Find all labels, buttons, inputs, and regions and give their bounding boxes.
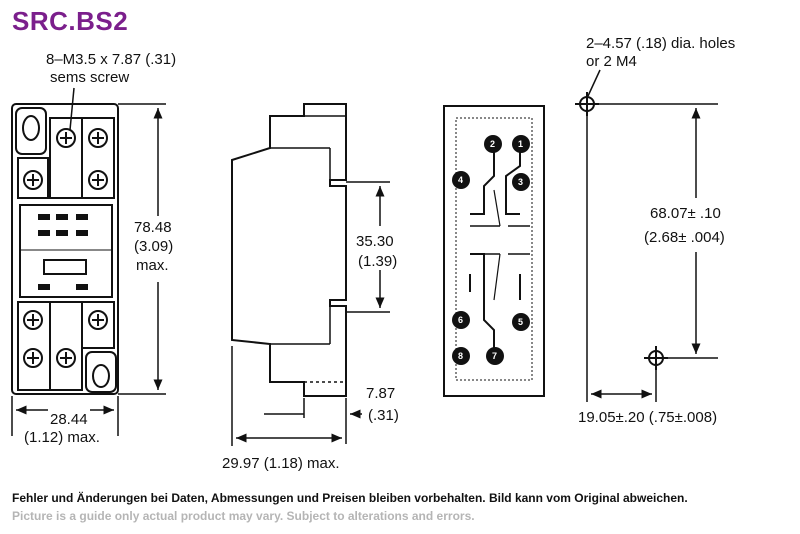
rail-dimension	[346, 181, 390, 313]
mounting-hole-top	[575, 92, 599, 116]
front-screws	[23, 128, 108, 368]
pin-7: 7	[486, 347, 504, 365]
screw-label-line1: 8–M3.5 x 7.87 (.31)	[46, 51, 176, 68]
footnote-english: Picture is a guide only actual product m…	[12, 509, 475, 523]
front-socket-slots	[38, 214, 88, 290]
mounting-hole-bottom	[644, 346, 668, 370]
horizontal-pitch-dimension	[586, 116, 657, 402]
bottom-mount-hole	[92, 364, 110, 388]
depth-label: 29.97 (1.18) max.	[222, 455, 340, 472]
vertical-pitch-mm-label: 68.07± .10	[650, 205, 721, 222]
offset-mm-label: 7.87	[366, 385, 395, 402]
pin-8: 8	[452, 347, 470, 365]
side-view-profile	[231, 103, 347, 397]
socket-body-outline	[11, 103, 119, 395]
top-mount-ear	[15, 107, 47, 155]
rail-in-label: (1.39)	[358, 253, 397, 270]
width-in-label: (1.12) max.	[24, 429, 100, 446]
screw-leader-line	[69, 87, 75, 131]
pin-5: 5	[512, 313, 530, 331]
terminal-pins: 1 2 3 4 5 6 7 8	[452, 135, 530, 365]
svg-text:5: 5	[518, 317, 523, 327]
front-view	[11, 103, 119, 395]
offset-dimension	[264, 398, 362, 444]
pin-4: 4	[452, 171, 470, 189]
height-dimension	[118, 103, 166, 395]
horizontal-pitch-label: 19.05±.20 (.75±.008)	[578, 409, 717, 426]
offset-in-label: (.31)	[368, 407, 399, 424]
pin-6: 6	[452, 311, 470, 329]
svg-text:4: 4	[458, 175, 463, 185]
top-mount-hole	[22, 115, 40, 141]
pin-3: 3	[512, 173, 530, 191]
vertical-pitch-dimension	[599, 103, 718, 359]
svg-text:2: 2	[490, 139, 495, 149]
side-view-details	[270, 115, 346, 383]
screw-label-line2: sems screw	[50, 69, 129, 86]
svg-text:7: 7	[492, 351, 497, 361]
svg-text:1: 1	[518, 139, 523, 149]
rail-mm-label: 35.30	[356, 233, 394, 250]
width-dimension	[11, 396, 119, 436]
holes-label-line1: 2–4.57 (.18) dia. holes	[586, 35, 735, 52]
depth-dimension	[231, 346, 342, 446]
holes-leader-line	[587, 69, 601, 97]
svg-text:6: 6	[458, 315, 463, 325]
height-in-label: (3.09)	[134, 238, 173, 255]
terminal-view	[443, 105, 545, 397]
svg-text:8: 8	[458, 351, 463, 361]
width-mm-label: 28.44	[50, 411, 88, 428]
height-mm-label: 78.48	[134, 219, 172, 236]
vertical-pitch-in-label: (2.68± .004)	[644, 229, 725, 246]
holes-label-line2: or 2 M4	[586, 53, 637, 70]
height-max-label: max.	[136, 257, 169, 274]
footnote-german: Fehler und Änderungen bei Daten, Abmessu…	[12, 491, 688, 505]
product-title: SRC.BS2	[12, 6, 129, 36]
socket-pin-area	[19, 204, 113, 298]
bottom-mount-ear	[85, 351, 117, 393]
pin-2: 2	[484, 135, 502, 153]
terminal-view-outline	[443, 105, 545, 397]
svg-text:3: 3	[518, 177, 523, 187]
pin-1: 1	[512, 135, 530, 153]
